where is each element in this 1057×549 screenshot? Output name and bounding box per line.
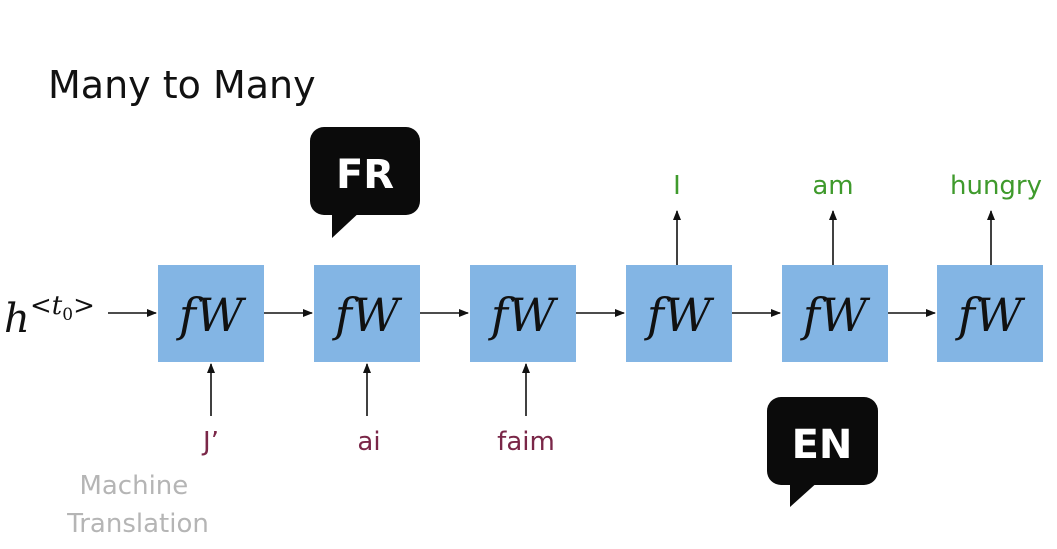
cell-box [782, 265, 888, 362]
cell-box [937, 265, 1043, 362]
source-language-label: FR [336, 152, 394, 198]
hidden-state-base: h [4, 296, 30, 342]
caption: Machine Translation [66, 471, 209, 539]
input-word-2: ai [357, 427, 380, 457]
output-word-1: I [673, 171, 681, 201]
speech-bubble-icon [767, 397, 878, 485]
target-language-bubble: EN [767, 397, 878, 507]
speech-bubble-tail [790, 480, 820, 507]
cell-label: fW [644, 288, 715, 342]
output-word-2: am [812, 171, 853, 201]
rnn-cell-3: fW [470, 265, 576, 362]
cell-label: fW [332, 288, 403, 342]
rnn-cell-2: fW [314, 265, 420, 362]
rnn-cell-4: fW [626, 265, 732, 362]
rnn-cell-5: fW [782, 265, 888, 362]
target-language-label: EN [792, 422, 853, 468]
cell-box [314, 265, 420, 362]
slide-title: Many to Many [48, 63, 316, 107]
cell-box [158, 265, 264, 362]
cell-label: fW [176, 288, 247, 342]
hidden-state-superscript: <t0> [30, 291, 95, 325]
rnn-cell-1: fW [158, 265, 264, 362]
speech-bubble-icon [310, 127, 420, 215]
input-word-1: J’ [201, 427, 219, 457]
cell-box [470, 265, 576, 362]
cell-label: fW [488, 288, 559, 342]
input-word-3: faim [497, 427, 555, 457]
cell-label: fW [800, 288, 871, 342]
cell-box [626, 265, 732, 362]
source-language-bubble: FR [310, 127, 420, 238]
cell-label: fW [955, 288, 1026, 342]
speech-bubble-tail [332, 210, 362, 238]
initial-hidden-state-label: h <t0> [4, 291, 95, 342]
output-word-3: hungry [950, 171, 1042, 201]
rnn-cell-6: fW [937, 265, 1043, 362]
